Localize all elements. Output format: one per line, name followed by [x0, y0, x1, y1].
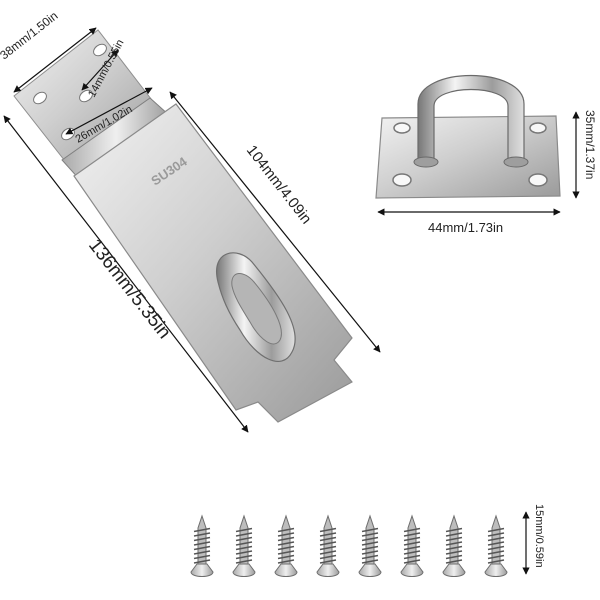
eye-plate: 35mm/1.37in 44mm/1.73in [375, 74, 597, 235]
screw [316, 514, 340, 577]
eye-plate-hole [528, 173, 548, 187]
screw [484, 514, 508, 577]
eye-plate-hole [529, 122, 547, 134]
dim-screw-length: 15mm/0.59in [533, 504, 545, 568]
dim-eye-plate-height: 35mm/1.37in [583, 110, 597, 179]
screw [400, 514, 424, 577]
screw [232, 514, 256, 577]
hasp: SU304 38mm/1.50in 14mm/0.55in 26mm/1.02i… [0, 9, 381, 433]
eye-plate-dimension-lines [377, 111, 580, 216]
eye-plate-hole [392, 173, 412, 187]
screw-dimension: 15mm/0.59in [522, 504, 545, 575]
screw [190, 514, 214, 577]
screw [358, 514, 382, 577]
screw [442, 514, 466, 577]
eye-plate-loop [417, 74, 525, 161]
hinge-hole [33, 91, 47, 105]
dim-eye-plate-width: 44mm/1.73in [428, 220, 503, 235]
hasp-dimension-lines [3, 27, 381, 433]
eye-plate-hole [393, 122, 411, 134]
dim-hasp-width: 38mm/1.50in [0, 9, 61, 63]
screw [274, 514, 298, 577]
screws [190, 514, 508, 577]
